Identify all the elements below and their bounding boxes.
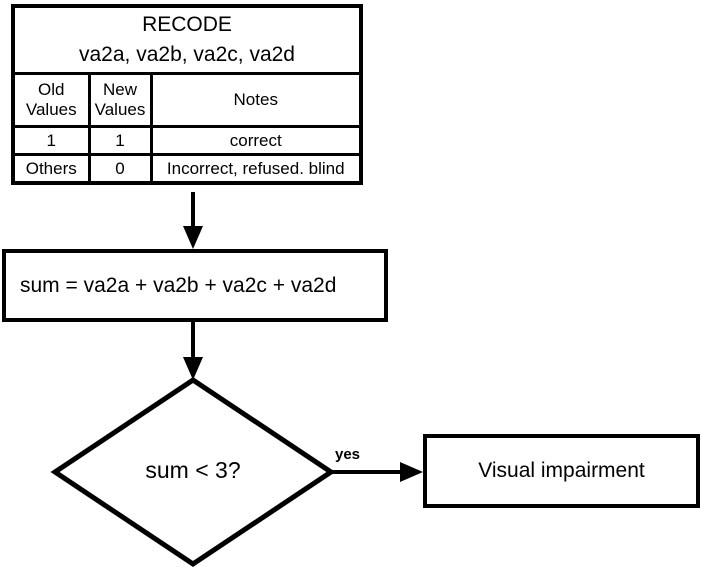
- sum-box: sum = va2a + va2b + va2c + va2d: [2, 249, 388, 322]
- sum-box-label: sum = va2a + va2b + va2c + va2d: [20, 273, 337, 297]
- table-title-cell: RECODE va2a, va2b, va2c, va2d: [11, 4, 363, 75]
- decision-diamond-shape: [50, 376, 336, 567]
- decision-label: sum < 3?: [145, 457, 241, 483]
- table-row: 1 1 correct: [11, 125, 363, 156]
- new-value-cell: 0: [87, 153, 153, 185]
- arrow-sum-to-decision-head: [183, 357, 203, 380]
- notes-cell: Incorrect, refused. blind: [149, 153, 363, 185]
- table-header-row: Old Values New Values Notes: [11, 72, 363, 128]
- table-title-row: RECODE va2a, va2b, va2c, va2d: [11, 4, 363, 75]
- old-value-cell: 1: [11, 125, 91, 156]
- recode-table: RECODE va2a, va2b, va2c, va2d Old Values…: [11, 4, 363, 185]
- arrow-decision-to-result-head: [400, 462, 423, 482]
- result-box: Visual impairment: [423, 434, 700, 508]
- column-header-notes: Notes: [149, 72, 363, 128]
- yes-edge-label: yes: [335, 446, 361, 463]
- new-value-cell: 1: [87, 125, 153, 156]
- column-header-new-values: New Values: [87, 72, 153, 128]
- column-header-old-values: Old Values: [11, 72, 91, 128]
- notes-cell: correct: [149, 125, 363, 156]
- table-title: RECODE: [142, 12, 232, 36]
- old-value-cell: Others: [11, 153, 91, 185]
- arrow-table-to-sum-head: [183, 226, 203, 249]
- table-row: Others 0 Incorrect, refused. blind: [11, 153, 363, 185]
- result-box-label: Visual impairment: [478, 459, 645, 482]
- table-subtitle: va2a, va2b, va2c, va2d: [79, 43, 295, 66]
